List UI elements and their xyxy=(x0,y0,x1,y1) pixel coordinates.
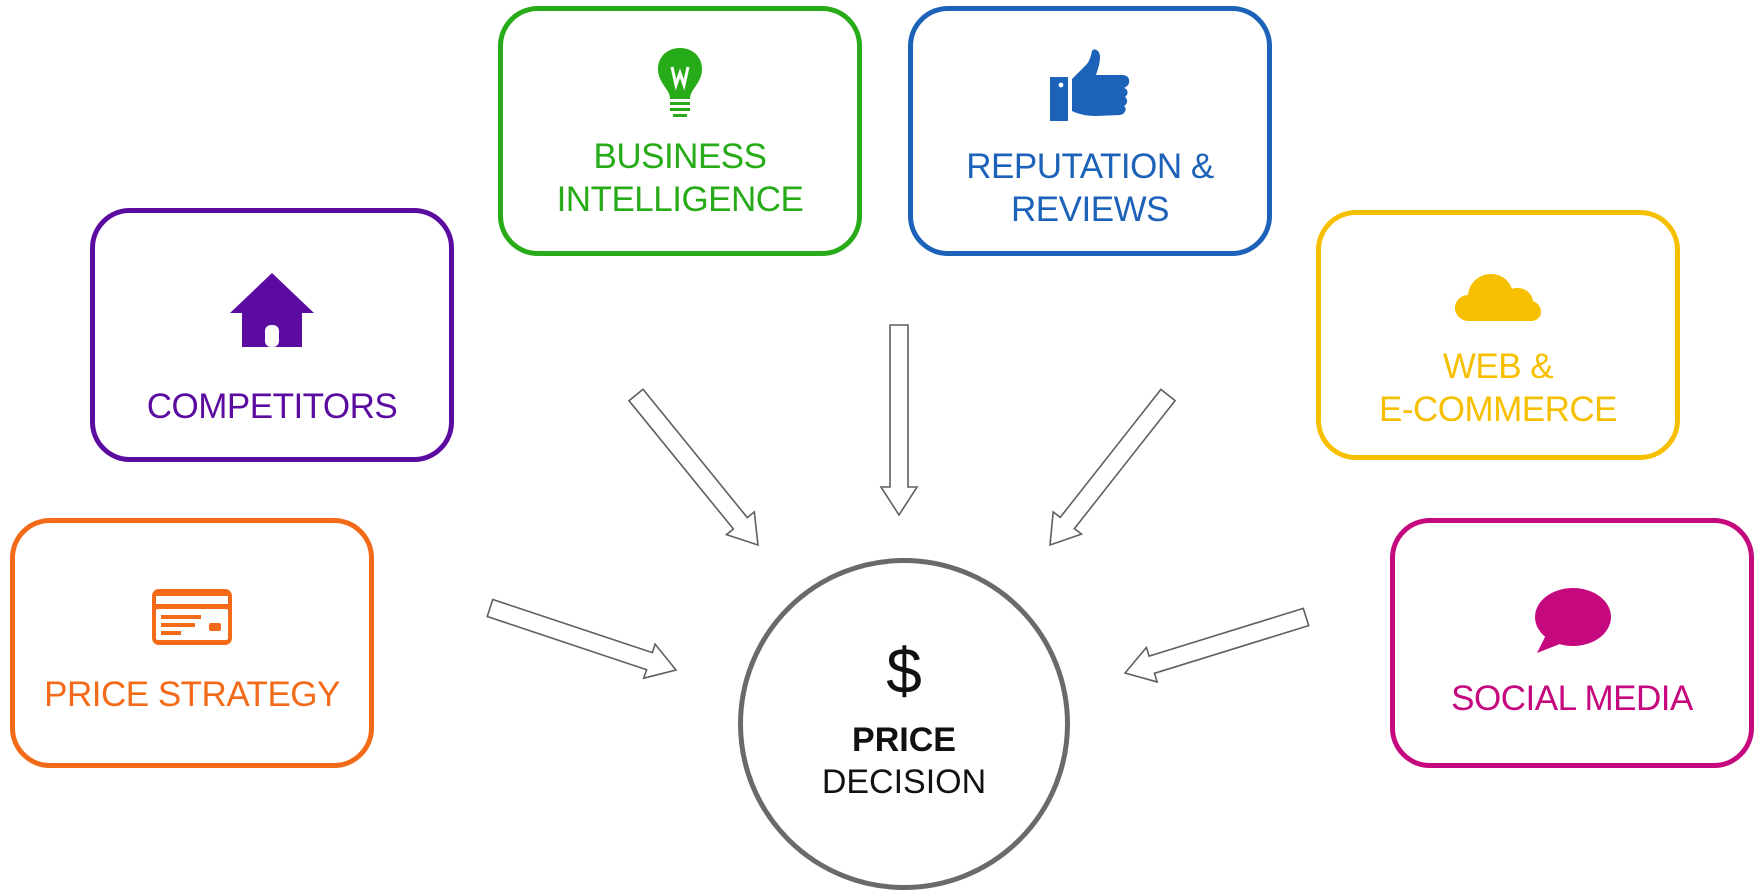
arrow-from-social-media xyxy=(1123,607,1310,684)
price-decision-circle: $ PRICE DECISION xyxy=(738,558,1070,890)
web-ecommerce-box: WEB & E-COMMERCE xyxy=(1316,210,1680,460)
house-icon xyxy=(230,273,314,347)
price-strategy-label-line: PRICE STRATEGY xyxy=(44,675,340,714)
competitors-label: COMPETITORS xyxy=(147,385,398,428)
social-media-label: SOCIAL MEDIA xyxy=(1451,677,1693,720)
web-ecommerce-label: WEB & E-COMMERCE xyxy=(1378,345,1618,431)
arrow-from-business-intelligence xyxy=(879,324,919,517)
arrow-from-price-strategy xyxy=(486,598,678,680)
center-subtitle: DECISION xyxy=(821,763,987,801)
price-strategy-label: PRICE STRATEGY xyxy=(44,673,340,716)
center-title: PRICE xyxy=(852,721,956,759)
social-media-box: SOCIAL MEDIA xyxy=(1390,518,1754,768)
business-intelligence-label-line-2: INTELLIGENCE xyxy=(556,180,804,219)
reputation-reviews-box: REPUTATION & REVIEWS xyxy=(908,6,1272,256)
credit-card-icon xyxy=(152,589,232,645)
competitors-label-line: COMPETITORS xyxy=(146,387,398,426)
reputation-reviews-label: REPUTATION & REVIEWS xyxy=(966,145,1214,231)
web-ecommerce-label-line-2: E-COMMERCE xyxy=(1378,390,1618,429)
reputation-reviews-label-line-2: REVIEWS xyxy=(1011,190,1169,229)
competitors-box: COMPETITORS xyxy=(90,208,454,462)
price-strategy-box: PRICE STRATEGY xyxy=(10,518,374,768)
dollar-sign-icon: $ xyxy=(886,635,922,707)
business-intelligence-box: BUSINESS INTELLIGENCE xyxy=(498,6,862,256)
business-intelligence-label: BUSINESS INTELLIGENCE xyxy=(557,135,804,221)
web-ecommerce-label-line-1: WEB & xyxy=(1442,347,1554,386)
business-intelligence-label-line-1: BUSINESS xyxy=(593,137,767,176)
lightbulb-icon xyxy=(658,48,702,117)
arrow-from-reputation xyxy=(1049,388,1177,547)
thumbs-up-icon xyxy=(1050,49,1130,121)
social-media-label-line: SOCIAL MEDIA xyxy=(1451,679,1693,718)
reputation-reviews-label-line-1: REPUTATION & xyxy=(966,147,1214,186)
speech-bubble-icon xyxy=(1535,588,1611,653)
arrow-from-competitors xyxy=(627,388,759,547)
cloud-icon xyxy=(1455,274,1541,321)
